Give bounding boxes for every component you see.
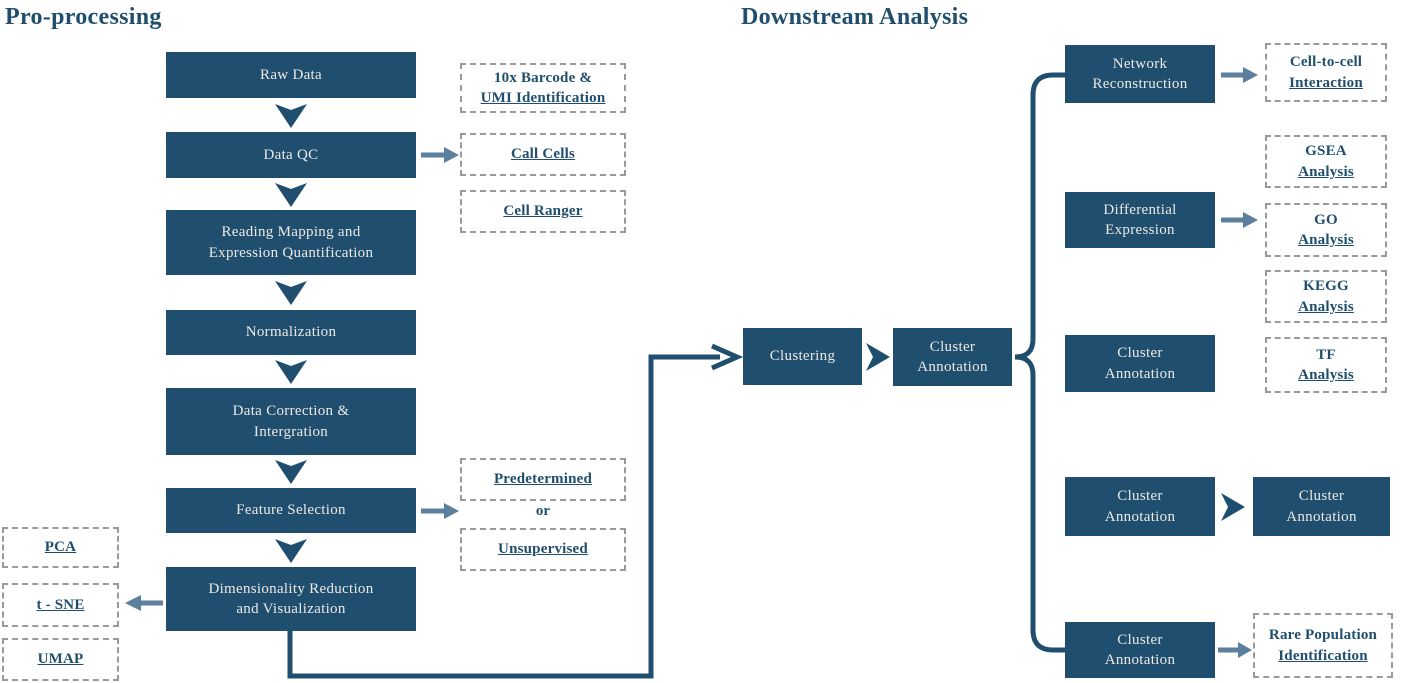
method-box-pca: PCA — [2, 527, 119, 568]
or-label: or — [535, 503, 551, 519]
arrow-featureselection-to-options-icon — [421, 503, 459, 519]
step-box-feature-selection: Feature Selection — [166, 488, 416, 533]
clustering-box: Clustering — [743, 328, 862, 385]
right-chevron-annotation-to-annotation-icon — [1221, 493, 1245, 521]
right-chevron-clustering-to-annotation-icon — [866, 343, 890, 371]
arrow-dimred-to-tsne-icon — [125, 595, 163, 611]
down-chevron-icon — [275, 281, 307, 305]
branch-brace-connector — [1014, 72, 1066, 653]
tool-box-cell-ranger: Cell Ranger — [460, 190, 626, 233]
down-chevron-icon — [275, 360, 307, 384]
arrow-diffexpr-to-go-icon — [1221, 212, 1258, 228]
step-box-data-correction: Data Correction &Intergration — [166, 388, 416, 455]
method-box-tsne: t - SNE — [2, 583, 119, 627]
dimred-to-clustering-connector — [287, 354, 720, 679]
step-box-normalization: Normalization — [166, 310, 416, 355]
tool-box-call-cells: Call Cells — [460, 133, 626, 176]
preprocessing-title: Pro-processing — [5, 4, 162, 30]
down-chevron-icon — [275, 183, 307, 207]
down-chevron-icon — [275, 104, 307, 128]
method-box-umap: UMAP — [2, 638, 119, 681]
arrow-network-to-celltocell-icon — [1221, 67, 1258, 83]
arrow-clusterann-to-rarepop-icon — [1218, 642, 1252, 658]
step-box-raw-data: Raw Data — [166, 52, 416, 98]
arrow-dataqc-to-callcells-icon — [421, 147, 459, 163]
down-chevron-icon — [275, 539, 307, 563]
downstream-title: Downstream Analysis — [741, 4, 969, 30]
step-box-data-qc: Data QC — [166, 132, 416, 178]
tool-box-10x-barcode-umi: 10x Barcode &UMI Identification — [460, 63, 626, 113]
option-box-predetermined: Predetermined — [460, 458, 626, 501]
down-chevron-icon — [275, 460, 307, 484]
clustering-arrowhead-icon — [710, 343, 744, 371]
option-box-unsupervised: Unsupervised — [460, 528, 626, 571]
